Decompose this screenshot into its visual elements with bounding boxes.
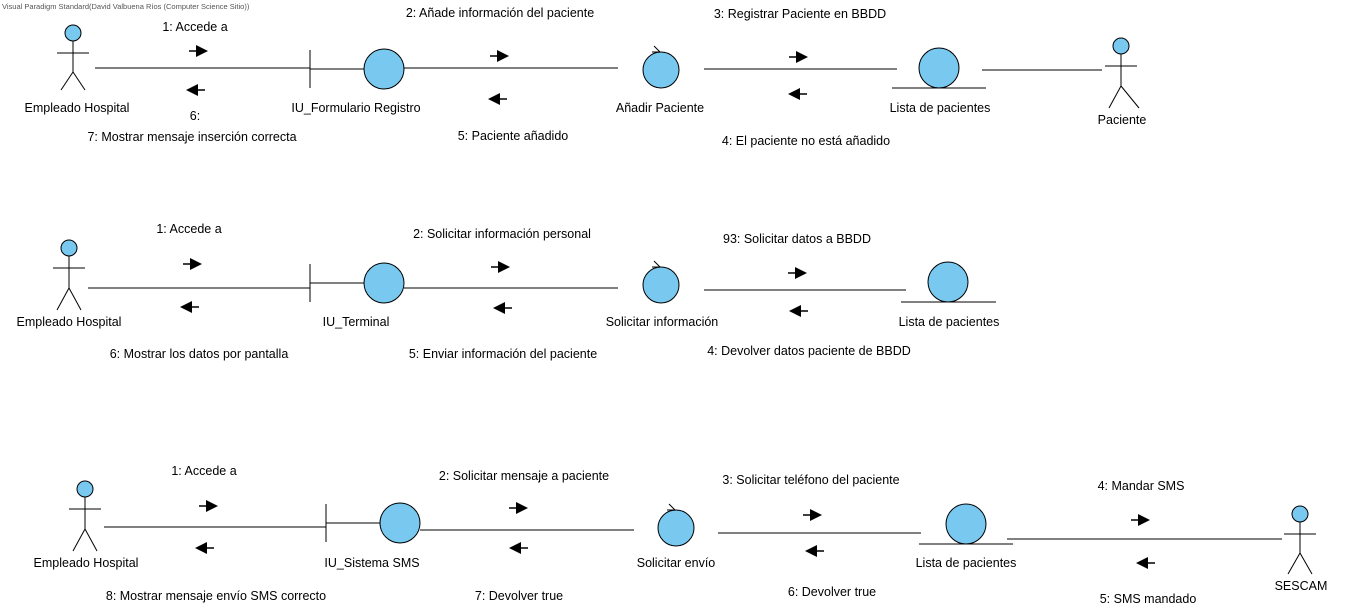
message-label: 3: Solicitar teléfono del paciente [722,473,899,487]
message-label: 2: Añade información del paciente [406,6,594,20]
arrow-left-icon [492,301,513,315]
diagram-3: Empleado Hospital IU_Sistema SMS Solicit… [34,464,1328,606]
arrow-left-icon [1135,556,1156,570]
message-label: 4: Mandar SMS [1098,479,1185,493]
message-label: 8: Mostrar mensaje envío SMS correcto [106,589,326,603]
message-label: 2: Solicitar mensaje a paciente [439,469,609,483]
arrow-right-icon [787,266,808,280]
control-label: Solicitar envío [637,556,716,570]
arrow-left-icon [788,304,809,318]
arrow-right-icon [802,508,823,522]
arrow-left-icon [194,541,215,555]
message-label: 3: Registrar Paciente en BBDD [714,7,886,21]
arrow-right-icon [508,501,529,515]
arrow-left-icon [185,83,206,97]
message-label: 6: [190,109,200,123]
control-label: Solicitar información [606,315,719,329]
arrow-left-icon [804,544,825,558]
arrow-right-icon [198,499,219,513]
message-label: 7: Mostrar mensaje inserción correcta [87,130,296,144]
message-label: 6: Mostrar los datos por pantalla [110,347,289,361]
control-solicitar-informacion[interactable] [642,260,680,304]
arrow-left-icon [487,92,508,106]
message-label: 2: Solicitar información personal [413,227,591,241]
arrow-left-icon [508,541,529,555]
actor-empleado-hospital[interactable] [69,480,101,552]
actor-label: Empleado Hospital [25,101,130,115]
boundary-iu-formulario-registro[interactable] [309,48,405,90]
arrow-left-icon [787,87,808,101]
entity-lista-de-pacientes[interactable] [919,503,1013,545]
message-label: 1: Accede a [156,222,221,236]
entity-label: Lista de pacientes [899,315,1000,329]
arrow-left-icon [179,300,200,314]
message-label: 7: Devolver true [475,589,563,603]
entity-label: Lista de pacientes [890,101,991,115]
actor-paciente[interactable] [1105,37,1140,109]
diagram-1: Empleado Hospital IU_Formulario Registro… [25,6,1147,148]
message-label: 6: Devolver true [788,585,876,599]
message-label: 5: Paciente añadido [458,129,569,143]
control-solicitar-envio[interactable] [657,503,695,547]
arrow-right-icon [188,44,209,58]
message-label: 1: Accede a [171,464,236,478]
boundary-label: IU_Sistema SMS [324,556,419,570]
actor-empleado-hospital[interactable] [57,24,89,91]
boundary-label: IU_Terminal [323,315,390,329]
actor-label: SESCAM [1275,579,1328,593]
arrow-right-icon [490,260,511,274]
message-label: 4: El paciente no está añadido [722,134,890,148]
message-label: 5: SMS mandado [1100,592,1197,606]
diagram-2: Empleado Hospital IU_Terminal Solicitar … [17,222,1000,361]
entity-lista-de-pacientes[interactable] [892,47,986,89]
arrow-right-icon [489,49,510,63]
control-label: Añadir Paciente [616,101,704,115]
actor-sescam[interactable] [1284,505,1316,575]
actor-empleado-hospital[interactable] [53,239,85,311]
control-anadir-paciente[interactable] [642,45,680,89]
arrow-right-icon [1130,513,1151,527]
boundary-iu-terminal[interactable] [309,262,405,304]
entity-lista-de-pacientes[interactable] [901,261,996,303]
actor-label: Empleado Hospital [34,556,139,570]
message-label: 5: Enviar información del paciente [409,347,597,361]
arrow-right-icon [788,50,809,64]
watermark: Visual Paradigm Standard(David Valbuena … [2,2,250,11]
message-label: 4: Devolver datos paciente de BBDD [707,344,911,358]
boundary-label: IU_Formulario Registro [291,101,420,115]
message-label: 1: Accede a [162,20,227,34]
actor-label: Paciente [1098,113,1147,127]
message-label: 93: Solicitar datos a BBDD [723,232,871,246]
entity-label: Lista de pacientes [916,556,1017,570]
boundary-iu-sistema-sms[interactable] [325,502,421,544]
actor-label: Empleado Hospital [17,315,122,329]
arrow-right-icon [182,257,203,271]
